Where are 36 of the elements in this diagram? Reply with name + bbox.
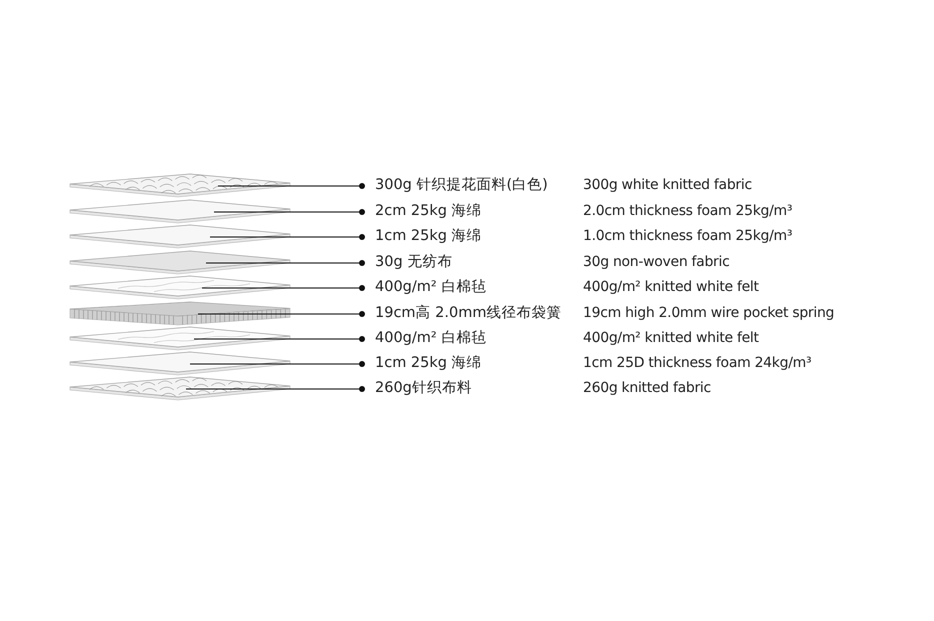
callout-label: 400g/m² 白棉毡 xyxy=(375,329,486,347)
callout-label: 2cm 25kg 海绵 xyxy=(375,202,482,220)
leader-line xyxy=(190,361,365,367)
translation-label: 2.0cm thickness foam 25kg/m³ xyxy=(583,202,792,220)
translation-label: 300g white knitted fabric xyxy=(583,176,752,194)
fabric-layer xyxy=(68,250,292,274)
felt-layer xyxy=(68,326,292,350)
quilted-top-layer xyxy=(68,173,292,197)
translation-label: 1.0cm thickness foam 25kg/m³ xyxy=(583,227,792,245)
callout-label: 400g/m² 白棉毡 xyxy=(375,278,486,296)
translation-label: 1cm 25D thickness foam 24kg/m³ xyxy=(583,354,812,372)
translation-label: 30g non-woven fabric xyxy=(583,253,730,271)
foam-layer xyxy=(68,199,292,223)
quilted-bottom-layer xyxy=(68,376,292,400)
translation-label: 400g/m² knitted white felt xyxy=(583,329,759,347)
callout-label: 300g 针织提花面料(白色) xyxy=(375,176,548,194)
foam-layer xyxy=(68,224,292,248)
leader-line xyxy=(210,234,365,240)
leader-line xyxy=(206,260,365,266)
leader-line xyxy=(218,183,365,189)
callout-label: 1cm 25kg 海绵 xyxy=(375,227,482,245)
leader-line xyxy=(202,285,365,291)
translation-label: 400g/m² knitted white felt xyxy=(583,278,759,296)
translation-label: 260g knitted fabric xyxy=(583,379,711,397)
callout-label: 30g 无纺布 xyxy=(375,253,452,271)
pocket-spring-layer xyxy=(68,301,292,325)
foam-layer xyxy=(68,351,292,375)
callout-label: 19cm高 2.0mm线径布袋簧 xyxy=(375,304,562,322)
translation-label: 19cm high 2.0mm wire pocket spring xyxy=(583,304,834,322)
leader-line xyxy=(214,209,365,215)
felt-layer xyxy=(68,275,292,299)
leader-line xyxy=(194,336,365,342)
callout-label: 1cm 25kg 海绵 xyxy=(375,354,482,372)
leader-line xyxy=(186,386,365,392)
leader-line xyxy=(198,311,365,317)
callout-label: 260g针织布料 xyxy=(375,379,472,397)
